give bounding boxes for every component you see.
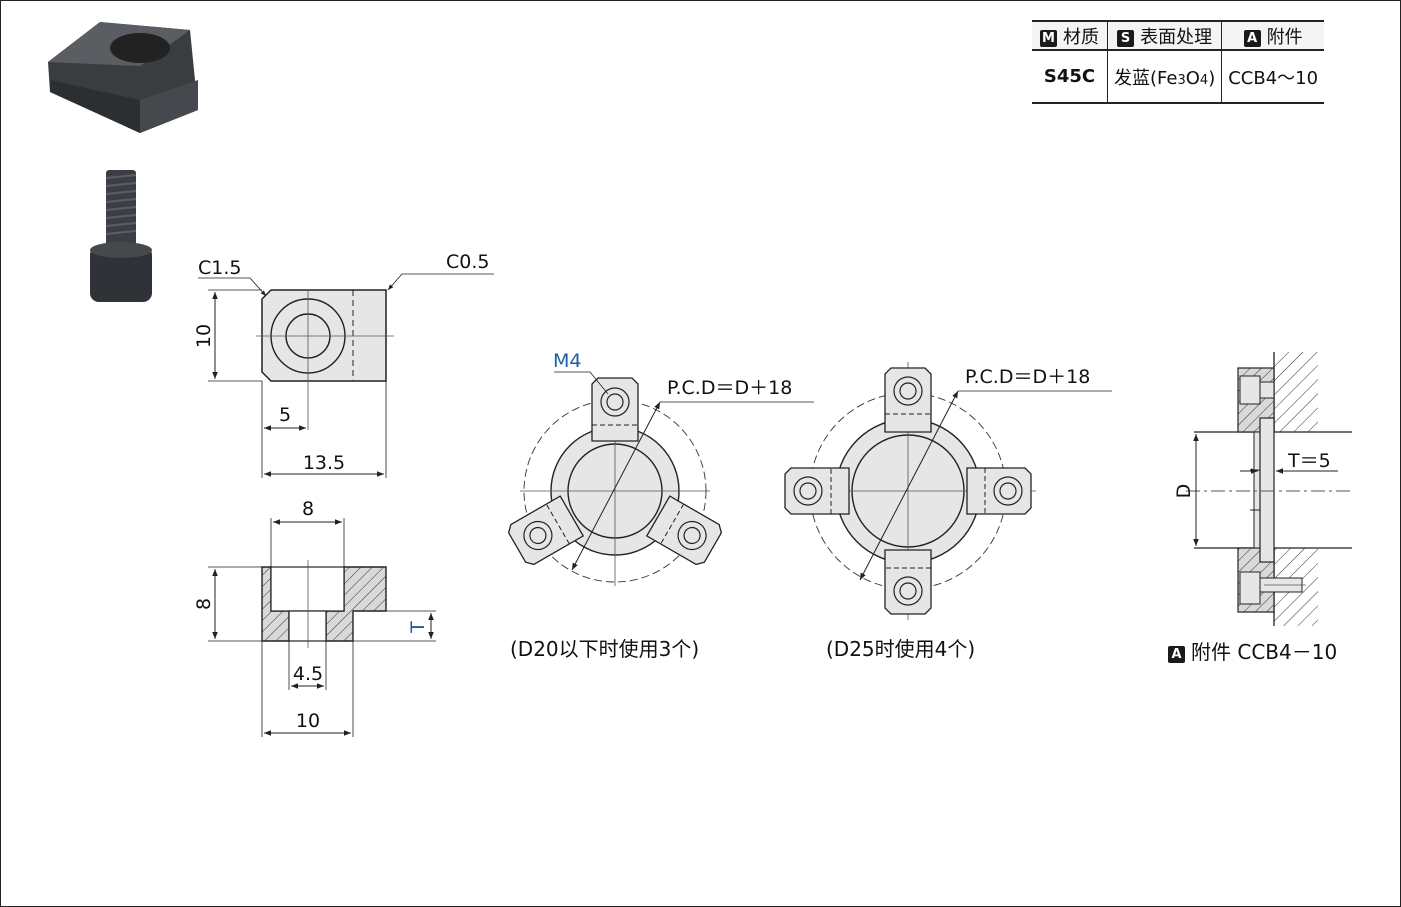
- dim-height-10: 10: [193, 324, 215, 348]
- installation-section: D T＝5: [1173, 352, 1352, 626]
- header-surface-label: 表面处理: [1140, 26, 1213, 48]
- dim-bottom-10: 10: [296, 710, 320, 732]
- surface-text: 发蓝(Fe: [1114, 67, 1178, 89]
- dim-slot-4-5: 4.5: [293, 663, 323, 685]
- caption-four-clamps: (D25时使用4个): [826, 637, 976, 661]
- surface-sub-4: 4: [1199, 72, 1209, 88]
- clamp-photo: [48, 22, 198, 133]
- header-accessory: A 附件: [1221, 20, 1325, 51]
- accessory-badge: A: [1243, 29, 1261, 47]
- accessory-caption-badge: A: [1168, 646, 1185, 663]
- surface-value: 发蓝(Fe3O4): [1106, 50, 1222, 104]
- screw-photo: [90, 170, 152, 302]
- clamp-4-left: [784, 467, 850, 515]
- clamp-4-top: [884, 367, 932, 433]
- clamp-4-bottom: [884, 549, 932, 615]
- clamp-top: [591, 377, 639, 442]
- clamp-lower-left: [507, 495, 585, 566]
- section-view: 8 8 T 4.5 10: [193, 498, 436, 737]
- header-material-label: 材质: [1063, 26, 1099, 48]
- dim-d-label: D: [1173, 484, 1195, 499]
- four-clamp-view: P.C.D＝D＋18: [784, 362, 1112, 620]
- top-view: C1.5 C0.5 10 5 13.5: [193, 251, 494, 478]
- chamfer-c1-5-label: C1.5: [198, 257, 241, 279]
- dim-t5-label: T＝5: [1287, 450, 1331, 472]
- accessory-caption: A 附件 CCB4－10: [1168, 636, 1337, 665]
- material-badge: M: [1040, 29, 1057, 47]
- accessory-value: CCB4～10: [1221, 50, 1325, 104]
- material-value: S45C: [1032, 50, 1108, 104]
- surface-sub-3: 3: [1177, 72, 1186, 88]
- header-material: M 材质: [1032, 20, 1108, 51]
- dim-length-13-5: 13.5: [303, 452, 345, 474]
- surface-text-end: ): [1208, 67, 1216, 89]
- header-accessory-label: 附件: [1266, 26, 1303, 48]
- caption-three-clamps: (D20以下时使用3个): [510, 637, 700, 661]
- header-surface: S 表面处理: [1106, 20, 1222, 51]
- clamp-4-right: [966, 467, 1032, 515]
- dim-thickness-8: 8: [193, 598, 215, 610]
- dim-hole-5: 5: [279, 404, 291, 426]
- three-clamp-view: M4 P.C.D＝D＋18: [507, 350, 814, 586]
- spec-table: M 材质 S 表面处理 A 附件 S45C 发蓝(Fe3O4) CCB4～10: [1032, 20, 1325, 104]
- m4-label: M4: [553, 350, 581, 372]
- surface-badge: S: [1117, 29, 1135, 47]
- dim-step-t: T: [407, 621, 429, 634]
- pcd-label-three: P.C.D＝D＋18: [667, 377, 792, 399]
- accessory-caption-text: 附件 CCB4－10: [1191, 640, 1338, 664]
- pcd-label-four: P.C.D＝D＋18: [965, 366, 1090, 388]
- surface-text-o: O: [1185, 67, 1200, 89]
- dim-width-8: 8: [302, 498, 314, 520]
- chamfer-c0-5-label: C0.5: [446, 251, 489, 273]
